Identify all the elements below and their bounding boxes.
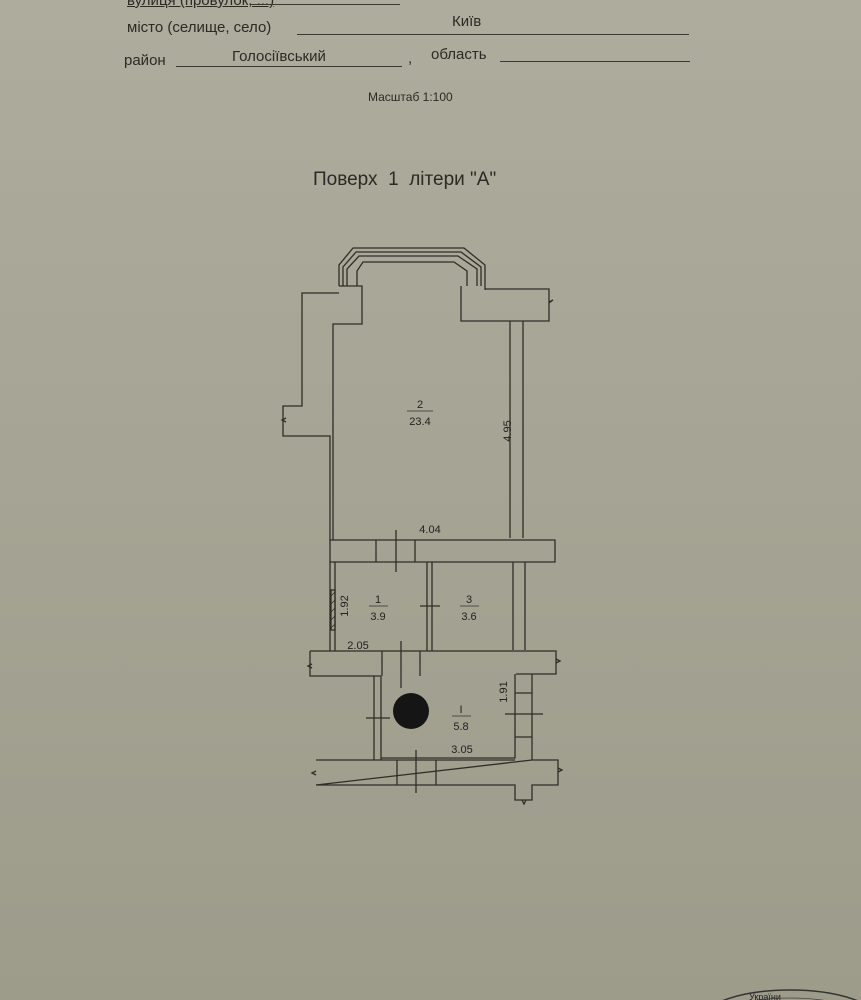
wall-middle <box>329 539 556 563</box>
room-3-number: 3 <box>466 594 472 606</box>
district-label: район <box>124 52 166 69</box>
wall-right <box>460 286 550 322</box>
city-value: Київ <box>452 13 482 30</box>
region-underline <box>500 61 690 62</box>
room-3-area: 3.6 <box>461 611 476 623</box>
dim-room2-length: 4.95 <box>502 420 514 441</box>
scale-label: Масштаб 1:100 <box>368 90 453 104</box>
street-label: вулиця (провулок, ...) <box>127 0 275 9</box>
wall-lower <box>309 650 557 677</box>
dim-room1-width: 2.05 <box>347 640 368 652</box>
stamp <box>722 989 858 1000</box>
wall-bottom <box>315 759 559 801</box>
dim-room2-width: 4.04 <box>419 524 440 536</box>
district-underline <box>176 66 402 67</box>
dim-roomI-width: 3.05 <box>451 744 472 756</box>
room-I-number: I <box>459 704 462 716</box>
bay-window <box>338 247 486 290</box>
room-I-area: 5.8 <box>453 721 468 733</box>
hatched-wall <box>330 589 336 631</box>
comma: , <box>408 50 413 67</box>
region-label: область <box>431 46 487 63</box>
dim-room1-length: 1.92 <box>339 595 351 616</box>
floor-title: Поверх 1 літери "А" <box>313 169 497 190</box>
room-2-number: 2 <box>417 399 423 411</box>
ink-blot <box>393 693 429 729</box>
district-value: Голосіївський <box>232 48 326 65</box>
room-2-area: 23.4 <box>409 416 430 428</box>
wall-left <box>282 292 339 540</box>
city-label: місто (селище, село) <box>127 19 272 36</box>
room-1-area: 3.9 <box>370 611 385 623</box>
dim-roomI-length: 1.91 <box>498 681 510 702</box>
street-underline <box>250 4 400 5</box>
stamp-text: України <box>749 992 781 1000</box>
city-underline <box>297 34 689 35</box>
room-1-number: 1 <box>375 594 381 606</box>
